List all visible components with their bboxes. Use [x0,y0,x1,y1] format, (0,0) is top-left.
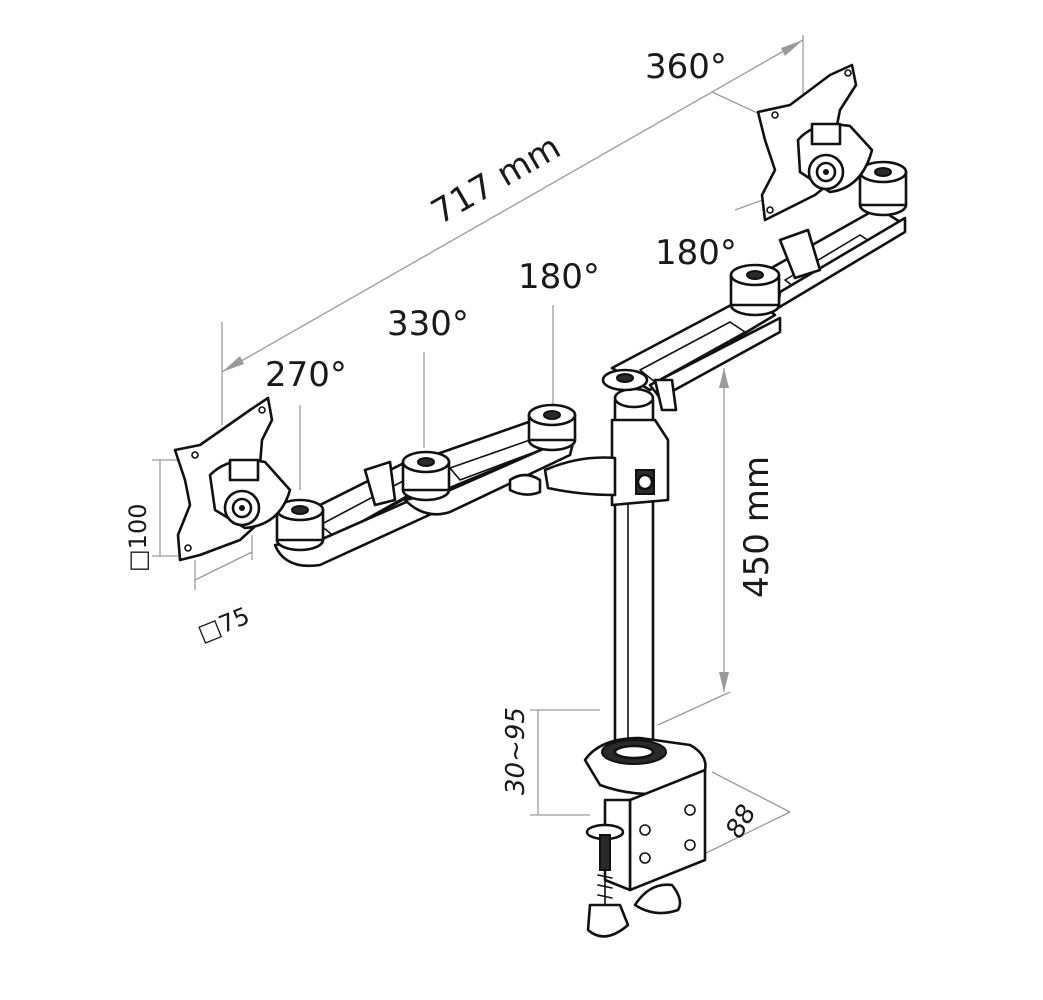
center-rotation-label: 180° [518,257,600,297]
left-arm-assembly [273,403,577,568]
joint-left-mid [401,450,451,502]
desk-clamp [583,736,707,938]
left-mid-rotation-label: 330° [387,304,469,344]
center-hub [543,418,670,507]
left-vesa-plate [173,396,292,562]
joint-right-mid [729,263,781,317]
right-head-rotation-label: 360° [645,47,727,87]
right-arm-assembly [601,160,908,412]
joint-left-inner [527,403,577,452]
vesa-75-label: □75 [194,602,254,648]
joint-right-outer [858,160,908,217]
dimension-lines [152,35,804,856]
joint-left-outer [275,498,325,552]
pole-height-label: 450 mm [737,456,777,598]
left-head-rotation-label: 270° [265,355,347,395]
joint-center [601,368,678,412]
right-vesa-plate [756,63,874,222]
total-width-label: 717 mm [425,127,568,233]
right-arm-rotation-label: 180° [655,233,737,273]
clamp-depth-label: 88 [720,800,763,844]
vesa-100-label: □100 [124,504,152,572]
clamp-range-label: 30~95 [501,707,531,795]
